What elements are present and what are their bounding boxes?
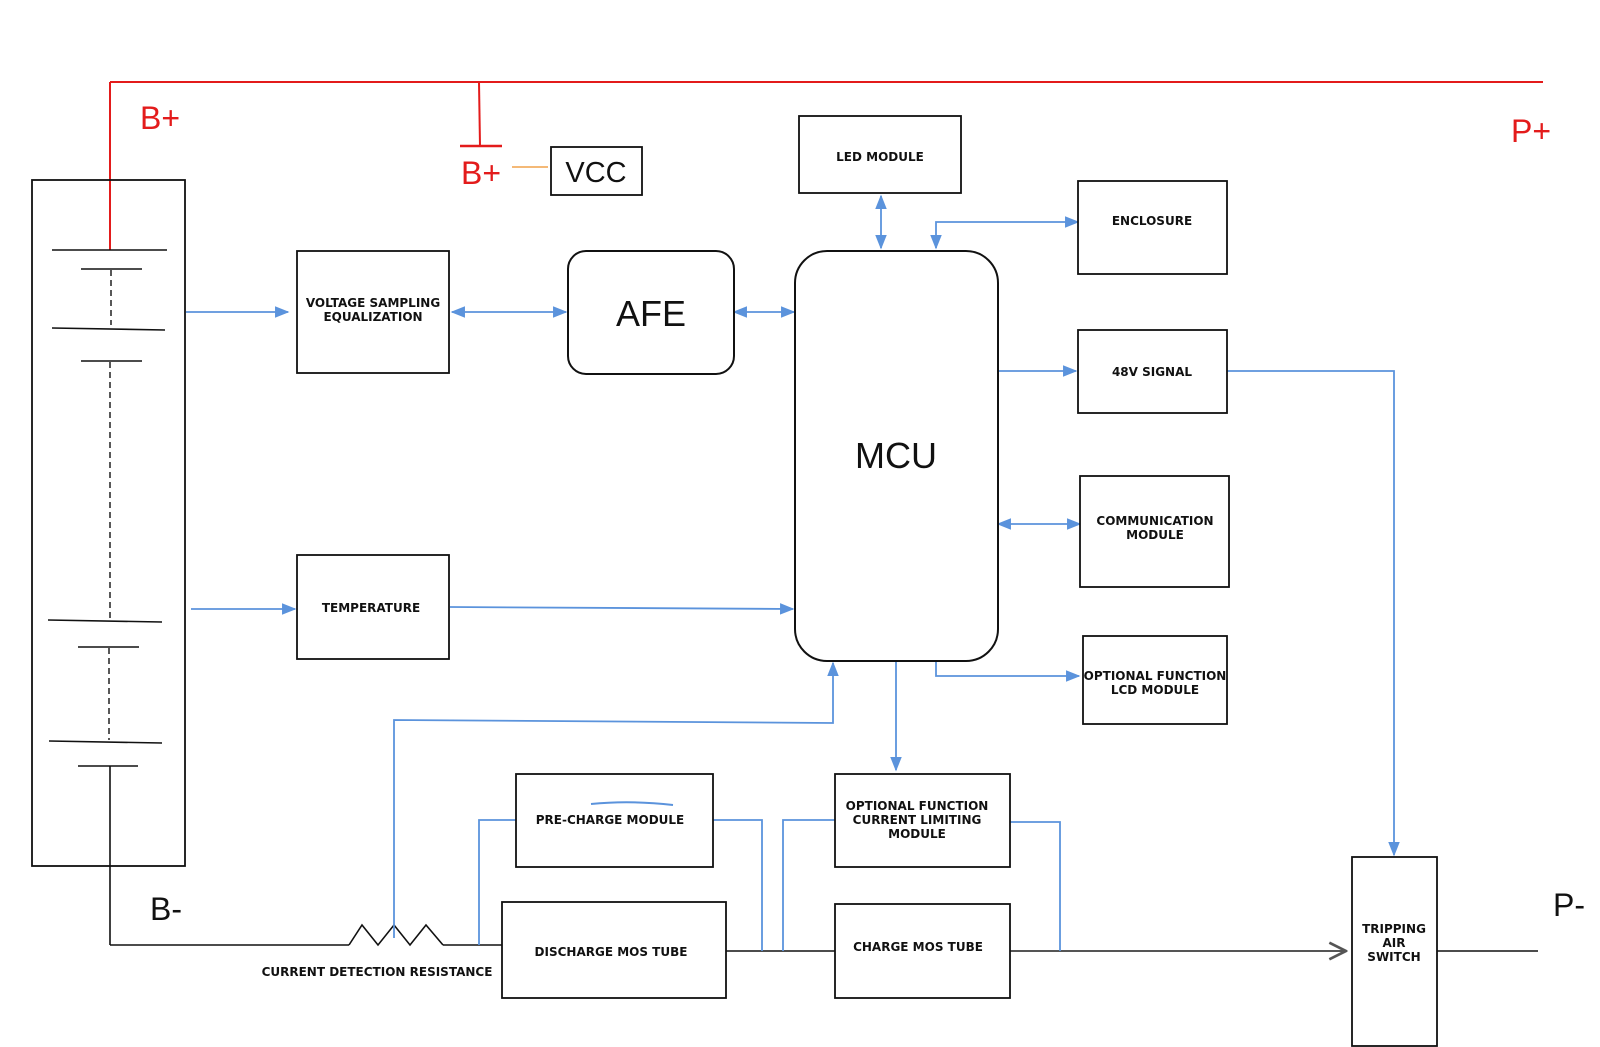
pre-charge-block: PRE-CHARGE MODULE xyxy=(515,773,714,868)
p-minus-label: P- xyxy=(1553,887,1585,923)
enclosure-block: ENCLOSURE xyxy=(1077,180,1228,275)
afe-label: AFE xyxy=(616,293,686,334)
communication-module-label-2: MODULE xyxy=(1126,528,1184,542)
current-limiting-label-1: OPTIONAL FUNCTION xyxy=(846,799,989,813)
discharge-mos-block: DISCHARGE MOS TUBE xyxy=(501,901,727,999)
temperature-block: TEMPERATURE xyxy=(296,554,450,660)
current-limiting-label-3: MODULE xyxy=(888,827,946,841)
vcc-label: VCC xyxy=(565,157,626,189)
tripping-switch-label-1: TRIPPING xyxy=(1362,922,1426,936)
enclosure-label: ENCLOSURE xyxy=(1112,214,1192,228)
signal-lines xyxy=(186,194,1400,951)
positive-rail xyxy=(109,81,1543,250)
p-plus-label: P+ xyxy=(1511,113,1551,149)
mcu-label: MCU xyxy=(855,435,937,476)
vcc-block: VCC xyxy=(550,146,643,196)
b-plus-main-label: B+ xyxy=(140,100,180,136)
lcd-module-label-2: LCD MODULE xyxy=(1111,683,1199,697)
led-module-label: LED MODULE xyxy=(836,150,924,164)
signal-48v-block: 48V SIGNAL xyxy=(1077,329,1228,414)
b-minus-label: B- xyxy=(150,891,182,927)
led-module-block: LED MODULE xyxy=(798,115,962,194)
communication-module-label-1: COMMUNICATION xyxy=(1096,514,1213,528)
lcd-module-label-1: OPTIONAL FUNCTION xyxy=(1084,669,1227,683)
communication-module-block: COMMUNICATION MODULE xyxy=(1079,475,1230,588)
charge-mos-label: CHARGE MOS TUBE xyxy=(853,940,983,954)
current-limiting-block: OPTIONAL FUNCTION CURRENT LIMITING MODUL… xyxy=(834,773,1011,868)
temperature-label: TEMPERATURE xyxy=(322,601,420,615)
b-plus-vcc-label: B+ xyxy=(461,155,501,191)
afe-block: AFE xyxy=(567,250,735,375)
tripping-switch-block: TRIPPING AIR SWITCH xyxy=(1351,856,1438,1047)
lcd-module-block: OPTIONAL FUNCTION LCD MODULE xyxy=(1082,635,1228,725)
battery-pack xyxy=(31,179,186,945)
mcu-block: MCU xyxy=(794,250,999,662)
tripping-switch-label-3: SWITCH xyxy=(1367,950,1420,964)
discharge-mos-label: DISCHARGE MOS TUBE xyxy=(535,945,688,959)
charge-mos-block: CHARGE MOS TUBE xyxy=(834,903,1011,999)
voltage-sampling-label-1: VOLTAGE SAMPLING xyxy=(306,296,440,310)
pre-charge-label: PRE-CHARGE MODULE xyxy=(536,813,685,827)
tripping-switch-label-2: AIR xyxy=(1383,936,1406,950)
signal-48v-label: 48V SIGNAL xyxy=(1112,365,1192,379)
voltage-sampling-block: VOLTAGE SAMPLING EQUALIZATION xyxy=(296,250,450,374)
voltage-sampling-label-2: EQUALIZATION xyxy=(323,310,422,324)
current-detection-caption: CURRENT DETECTION RESISTANCE xyxy=(262,965,493,979)
negative-power-path xyxy=(110,923,1538,951)
current-limiting-label-2: CURRENT LIMITING xyxy=(853,813,982,827)
